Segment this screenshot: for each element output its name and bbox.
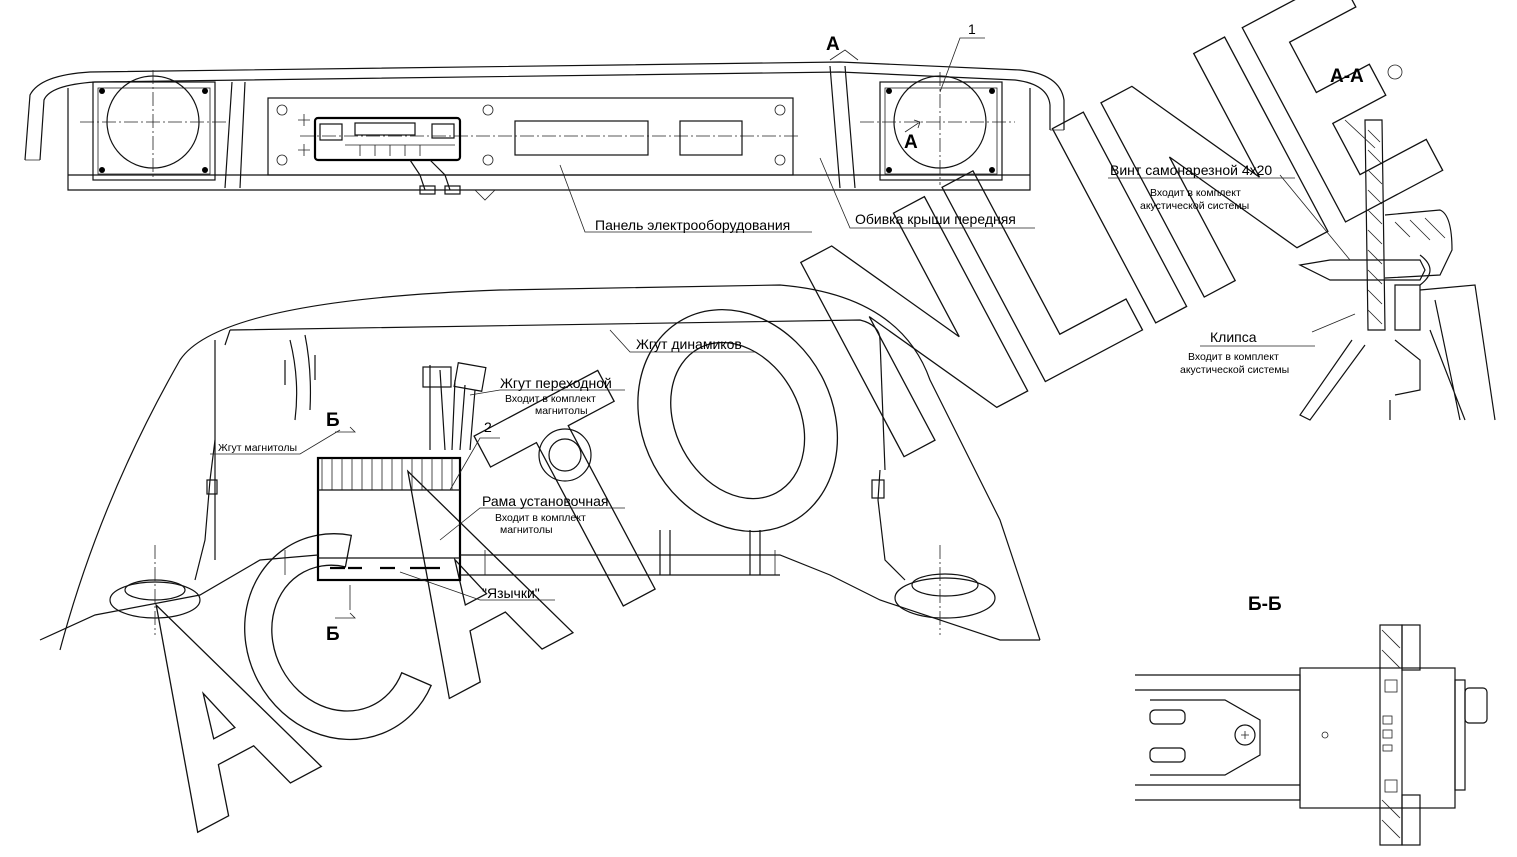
- label-view-aa: А-А: [1330, 66, 1364, 87]
- label-frame-note-2: магнитолы: [500, 524, 553, 536]
- leader-radio-harness: [210, 429, 341, 455]
- label-pos2: 2: [484, 419, 492, 435]
- leader-adapter-harness: [469, 389, 625, 396]
- label-radio-harness: Жгут магнитолы: [218, 442, 297, 454]
- label-clip-note-2: акустической системы: [1180, 364, 1289, 376]
- section-a-a: [1279, 64, 1496, 421]
- label-pos1: 1: [968, 21, 976, 37]
- label-tabs: "Язычки": [482, 585, 540, 601]
- leader-speaker-harness: [609, 329, 755, 353]
- label-adapter-note-1: Входит в комплект: [505, 393, 596, 405]
- watermark-logo: [155, 0, 1444, 834]
- leader-roof-trim: [819, 157, 1035, 229]
- label-section-a-mid: А: [904, 132, 918, 153]
- label-screw: Винт самонарезной 4х20: [1110, 162, 1272, 178]
- label-frame-note-1: Входит в комплект: [495, 512, 586, 524]
- label-screw-note-2: акустической системы: [1140, 200, 1249, 212]
- leader-tabs: [399, 571, 555, 601]
- label-frame: Рама установочная: [482, 493, 609, 509]
- label-clip-note-1: Входит в комплект: [1188, 351, 1279, 363]
- section-b-b: [1135, 624, 1488, 846]
- label-adapter-note-2: магнитолы: [535, 405, 588, 417]
- label-section-b-lower: Б: [326, 624, 340, 645]
- label-roof-trim: Обивка крыши передняя: [855, 211, 1016, 227]
- label-clip: Клипса: [1210, 329, 1257, 345]
- label-section-a-top: А: [826, 34, 840, 55]
- roof-trim-front-view: [24, 37, 1065, 201]
- label-view-bb: Б-Б: [1248, 594, 1282, 615]
- label-screw-note-1: Входит в комплект: [1150, 187, 1241, 199]
- label-adapter-harness: Жгут переходной: [500, 375, 612, 391]
- cabin-section-view: [39, 284, 1041, 651]
- leader-frame: [439, 507, 625, 541]
- label-section-b-upper: Б: [326, 410, 340, 431]
- label-panel: Панель электрооборудования: [595, 217, 790, 233]
- leader-panel: [559, 164, 812, 233]
- label-speaker-harness: Жгут динамиков: [636, 336, 742, 352]
